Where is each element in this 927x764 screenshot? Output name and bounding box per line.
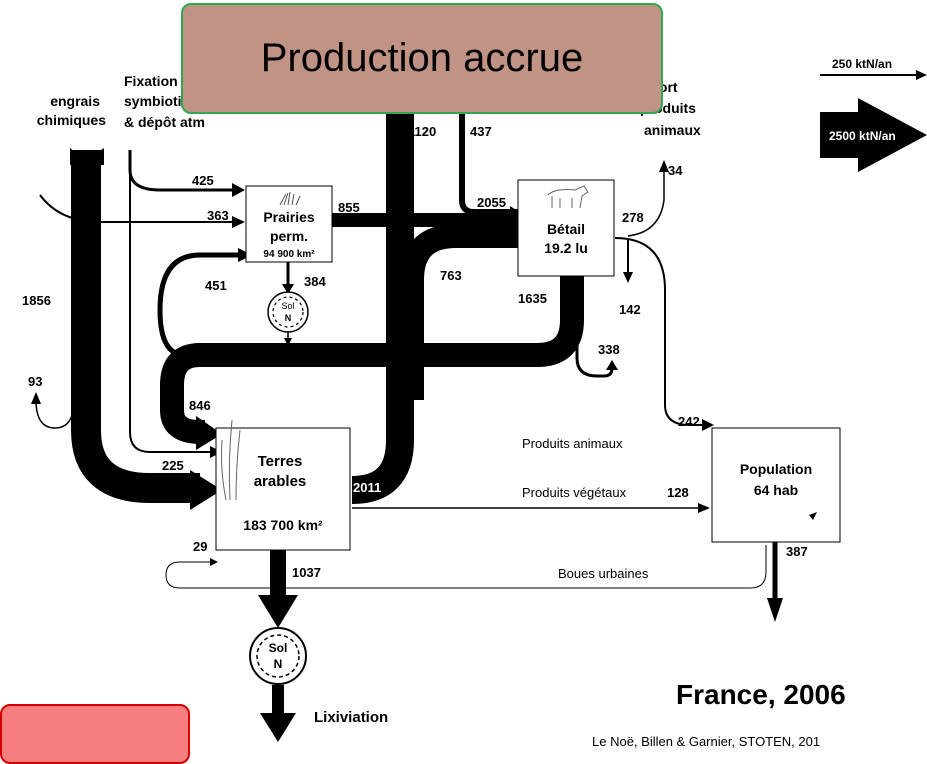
flow-363 [39, 194, 235, 223]
legend-large-arrow [820, 98, 927, 172]
flow-1635 [160, 276, 584, 444]
grass-icon [279, 191, 301, 206]
flow-label-425: 425 [192, 173, 214, 188]
flow-451 [157, 252, 245, 358]
flow-34 [627, 168, 665, 237]
flow-128-arrowhead [698, 503, 710, 513]
sol-out-arrowhead [284, 338, 292, 346]
terres-line2: arables [254, 473, 307, 490]
flow-label-34: 34 [668, 163, 683, 178]
label-produits-vegetaux: Produits végétaux [522, 485, 627, 500]
flow-boues [165, 545, 767, 589]
flow-93-arrowhead [31, 392, 41, 404]
cow-icon [547, 185, 589, 209]
sol-small-line2: N [285, 313, 292, 323]
lixiviation-label: Lixiviation [314, 709, 388, 726]
flow-387-arrowhead [767, 598, 783, 622]
flow-label-242: 242 [678, 414, 700, 429]
flow-242-arrowhead [702, 419, 714, 431]
flow-label-29: 29 [193, 539, 207, 554]
flow-label-225: 225 [162, 458, 184, 473]
flow-363-arrowhead [232, 216, 245, 228]
flow-846-arrowhead [196, 416, 222, 450]
legend-small-arrowhead [916, 70, 927, 80]
flow-2055 [459, 110, 520, 215]
flow-label-1635: 1635 [518, 291, 547, 306]
flow-label-437: 437 [470, 124, 492, 139]
flow-engrais-to-terres [71, 150, 200, 503]
label-fixation-3: & dépôt atm [124, 114, 205, 130]
flow-label-128: 128 [667, 485, 689, 500]
flow-label-384: 384 [304, 274, 326, 289]
label-boues-urbaines: Boues urbaines [558, 566, 649, 581]
flow-242 [614, 237, 705, 426]
flow-425-arrowhead [232, 183, 245, 197]
flow-label-763: 763 [440, 268, 462, 283]
sol-circle-prairies [267, 291, 309, 333]
flow-225 [129, 160, 215, 453]
flow-384-arrowhead [282, 284, 294, 294]
flow-label-363: 363 [207, 208, 229, 223]
flow-label-1120: 1120 [408, 124, 436, 139]
flow-142-arrowhead [623, 272, 633, 283]
footer-place: France, 2006 [676, 679, 846, 710]
flow-label-855: 855 [338, 200, 360, 215]
flow-93 [35, 300, 75, 429]
prairies-area: 94 900 km² [263, 249, 315, 260]
flow-label-1037: 1037 [292, 565, 321, 580]
engrais-notch [70, 148, 104, 165]
flow-2011-terres-up [351, 110, 414, 504]
highlight-box [0, 704, 190, 764]
population-line2: 64 hab [754, 482, 798, 498]
label-import-3: animaux [644, 122, 701, 138]
flow-338-arrowhead [606, 360, 618, 370]
flow-338 [575, 330, 614, 378]
label-fixation-1: Fixation [124, 73, 178, 89]
terres-line1: Terres [258, 453, 303, 470]
footer-citation: Le Noë, Billen & Garnier, STOTEN, 201 [592, 734, 820, 749]
sol-small-line1: Sol [281, 301, 294, 311]
flow-451-arrowhead [238, 248, 252, 262]
terres-area: 183 700 km² [243, 517, 323, 533]
label-engrais-2: chimiques [37, 112, 106, 128]
legend-large-label: 2500 ktN/an [829, 129, 896, 143]
flow-label-142: 142 [619, 302, 641, 317]
flow-label-93: 93 [28, 374, 42, 389]
flow-label-2011: 2011 [353, 480, 381, 495]
flow-763 [400, 224, 520, 400]
flow-label-1856: 1856 [22, 293, 51, 308]
flow-label-451: 451 [205, 278, 227, 293]
cursor-mark [809, 512, 817, 520]
label-engrais-1: engrais [50, 93, 100, 109]
population-line1: Population [740, 461, 812, 477]
flow-34-arrowhead [659, 160, 669, 172]
flow-1037-arrowhead [258, 595, 298, 628]
flow-425 [128, 150, 235, 192]
sol-circle-lixiviation [249, 627, 307, 685]
prairies-line1: Prairies [263, 209, 315, 225]
legend-small-label: 250 ktN/an [832, 57, 892, 71]
node-betail [517, 179, 615, 277]
flow-label-387: 387 [786, 544, 808, 559]
sol-large-line1: Sol [269, 641, 288, 655]
flow-label-338: 338 [598, 342, 620, 357]
prairies-line2: perm. [270, 228, 308, 244]
node-population [711, 427, 841, 543]
wheat-icon [221, 419, 241, 501]
terres-arrowhead [190, 470, 222, 510]
betail-line2: 19.2 lu [544, 240, 588, 256]
title-banner: Production accrue [181, 3, 663, 114]
betail-line1: Bétail [547, 221, 585, 237]
flow-label-278: 278 [622, 210, 644, 225]
flow-label-846: 846 [189, 398, 211, 413]
sol-large-line2: N [274, 657, 283, 671]
label-produits-animaux: Produits animaux [522, 436, 623, 451]
flow-boues-arrowhead [210, 558, 218, 566]
lixiviation-arrowhead [260, 713, 296, 742]
flow-label-2055: 2055 [477, 195, 506, 210]
